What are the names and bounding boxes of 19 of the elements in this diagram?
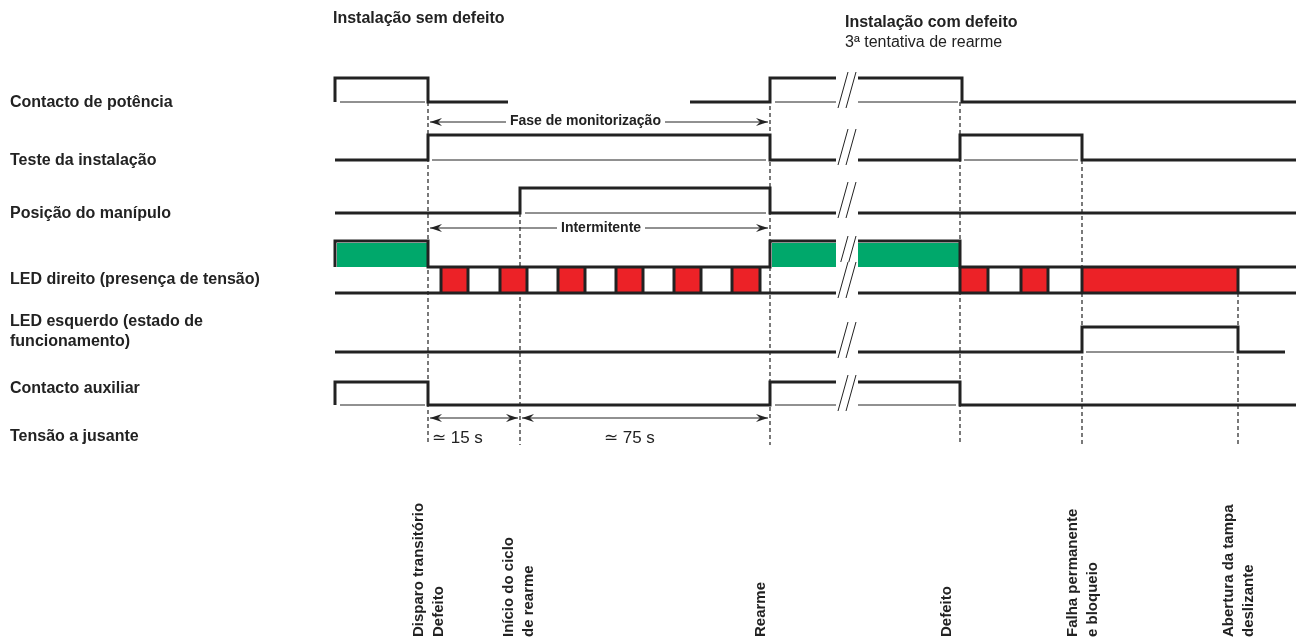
- signal-name: Teste da instalação: [10, 150, 157, 170]
- event-label: Abertura da tampa deslizante: [1218, 503, 1257, 637]
- event-label: Falha permanente e bloqueio: [1062, 507, 1101, 637]
- signal-name: Tensão a jusante: [10, 426, 139, 446]
- signal-name: Contacto auxiliar: [10, 378, 140, 398]
- section-heading: Instalação sem defeito: [333, 8, 505, 28]
- signal-name: Contacto de potência: [10, 92, 173, 112]
- signal-name: LED direito (presença de tensão): [10, 269, 260, 289]
- event-label: Disparo transitório: [408, 501, 427, 637]
- event-label: Defeito: [428, 585, 447, 637]
- signal-name: Posição do manípulo: [10, 203, 171, 223]
- dimension-label: ≃ 15 s: [432, 428, 483, 448]
- event-label: Rearme: [750, 580, 769, 637]
- section-heading: Instalação com defeito: [845, 12, 1018, 32]
- signal-name: LED esquerdo (estado de funcionamento): [10, 311, 204, 351]
- event-label: Início do ciclo de rearme: [498, 536, 537, 637]
- dimension-label: ≃ 75 s: [604, 428, 655, 448]
- section-subheading: 3ª tentativa de rearme: [845, 32, 1003, 52]
- event-label: Defeito: [936, 585, 955, 637]
